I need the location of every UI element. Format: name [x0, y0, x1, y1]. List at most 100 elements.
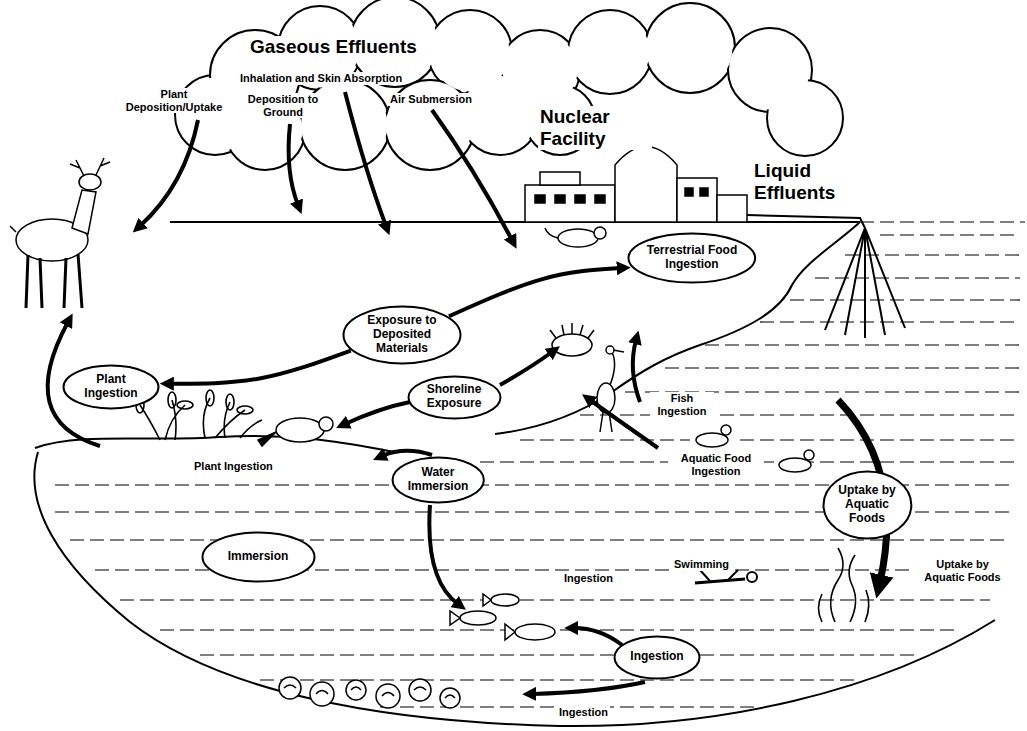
effluent-cloud — [178, 0, 841, 168]
pathway-arrow — [432, 110, 512, 240]
fish — [460, 611, 496, 625]
shellfish — [279, 677, 301, 699]
deer — [79, 174, 101, 190]
pathway-name: Plant Ingestion — [79, 373, 144, 401]
pathway-label: Uptake by Aquatic Foods — [913, 558, 1012, 583]
fish — [483, 594, 491, 606]
fish — [505, 624, 515, 640]
pathway-arrow — [574, 628, 622, 645]
shellfish — [279, 677, 460, 708]
water-surface — [70, 539, 1010, 540]
effluent-cloud — [648, 6, 733, 91]
discharge-pipe — [825, 228, 905, 338]
land-animals — [545, 227, 606, 356]
nuclear-facility — [525, 147, 747, 223]
nuclear-facility — [535, 188, 708, 203]
oval-outline — [64, 366, 159, 409]
discharge-pipe — [747, 215, 865, 228]
fish — [450, 594, 555, 640]
pathway-name: Immersion — [228, 550, 289, 564]
pathway-arrow — [48, 92, 887, 694]
pathway-label: Swimming — [672, 558, 731, 571]
nuclear-facility — [677, 178, 717, 222]
pathway-oval: Uptake by Aquatic Foods — [822, 470, 913, 540]
land-outline — [34, 452, 995, 726]
pathway-arrow — [289, 124, 298, 205]
plants — [177, 401, 193, 409]
pathway-oval: Plant Ingestion — [62, 364, 160, 410]
deer — [10, 226, 16, 232]
effluent-cloud — [175, 0, 843, 170]
beaver — [319, 417, 333, 431]
land-animals — [545, 228, 558, 238]
pathway-oval: Exposure to Deposited Materials — [342, 305, 462, 365]
water-surface — [520, 439, 690, 440]
discharge-pipe — [747, 215, 905, 338]
fish — [491, 594, 519, 606]
pathway-label: Ingestion — [557, 706, 610, 719]
pathway-name: Shoreline Exposure — [422, 383, 487, 411]
water-surface — [790, 299, 1020, 300]
water-surface — [740, 439, 1020, 440]
land-animals — [552, 334, 592, 356]
effluent-cloud — [645, 3, 735, 93]
swimmer — [700, 570, 738, 581]
pathway-oval: Water Immersion — [391, 456, 485, 504]
deer — [26, 254, 82, 308]
oval-outline — [629, 234, 756, 283]
land-outline — [170, 221, 860, 223]
pathway-oval: Terrestrial Food Ingestion — [627, 232, 757, 284]
plants — [168, 392, 176, 408]
fish — [515, 624, 555, 640]
water-surface — [260, 679, 860, 680]
shellfish — [310, 682, 334, 706]
water-surface — [880, 234, 1020, 235]
swimmer — [695, 570, 757, 583]
beaver — [258, 417, 333, 446]
deer — [70, 158, 110, 176]
oval-outline — [202, 533, 314, 582]
pathway-arrow — [140, 120, 198, 226]
oval-outline — [408, 376, 500, 418]
plants — [226, 394, 234, 410]
effluent-cloud — [568, 10, 652, 94]
pathway-label: Deposition to Ground — [245, 93, 321, 118]
pathway-name: Exposure to Deposited Materials — [365, 314, 440, 355]
pathway-arrow — [633, 340, 640, 402]
pathway-label: Nuclear Facility — [538, 106, 652, 150]
pathway-label: Gaseous Effluents — [248, 36, 419, 58]
water-surface — [665, 367, 1020, 368]
plants — [237, 406, 253, 414]
pathway-oval: Immersion — [201, 531, 316, 583]
pathway-arrow — [345, 92, 386, 226]
water-surface — [120, 599, 990, 600]
swimmer — [747, 572, 757, 582]
shellfish — [284, 685, 455, 698]
seaweed — [819, 548, 869, 622]
heron — [606, 346, 614, 354]
pathway-arrow — [500, 352, 552, 385]
shellfish — [376, 684, 400, 708]
pathway-label: Aquatic Food Ingestion — [668, 452, 764, 477]
pathway-label: Ingestion — [562, 572, 615, 585]
pathway-arrow — [382, 451, 432, 456]
pathway-label: Inhalation and Skin Absorption — [238, 72, 404, 85]
oval-outline — [392, 458, 483, 503]
nuclear-facility — [615, 147, 677, 223]
land-outline — [34, 222, 995, 726]
pathway-name: Water Immersion — [404, 466, 472, 494]
pathway-label: Plant Deposition/Uptake — [116, 88, 232, 113]
deer — [10, 158, 110, 308]
seaweed — [819, 548, 869, 622]
pathway-arrow — [429, 505, 458, 604]
deer — [72, 190, 96, 234]
water-surface — [705, 344, 1020, 345]
plants — [206, 390, 214, 406]
water-surface — [845, 254, 1020, 255]
pathway-name: Uptake by Aquatic Foods — [834, 484, 899, 525]
plants — [140, 398, 262, 440]
swimmer — [695, 579, 745, 583]
pathway-arrow — [170, 351, 351, 384]
